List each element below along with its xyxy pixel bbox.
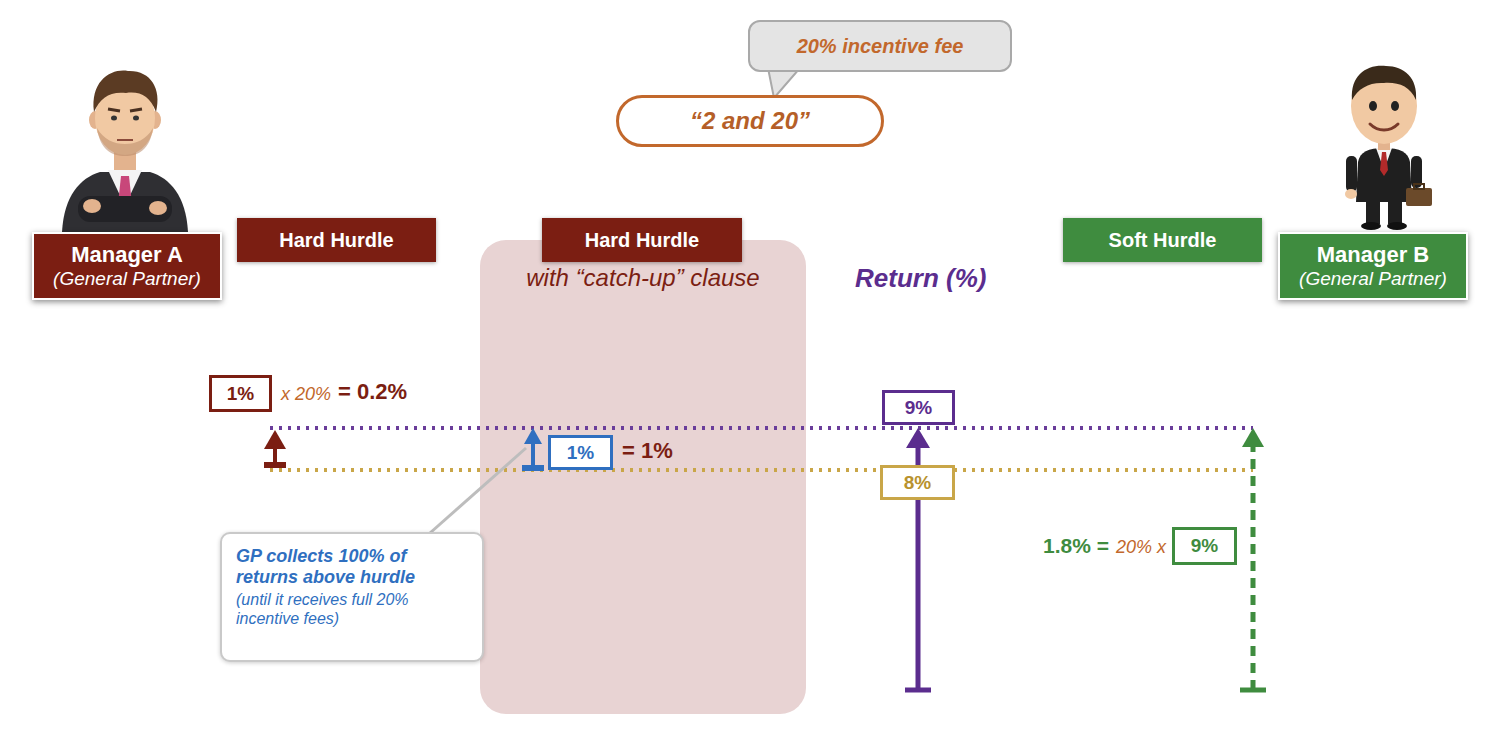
percent-value: 1%	[227, 383, 254, 405]
catch-up-region: with “catch-up” clauseHard Hurdle1%	[480, 240, 806, 714]
manager-a-figure-part	[108, 109, 120, 111]
hurdle-title: Soft Hurdle	[1109, 229, 1217, 252]
manager-a-figure-part	[130, 109, 142, 111]
return-arrow-part	[906, 428, 930, 448]
manager-a-figure-part	[111, 116, 117, 121]
soft-hurdle-arrow-part	[1242, 428, 1264, 447]
fee-pill: “2 and 20”	[616, 95, 884, 147]
excess-arrow-a-part	[264, 462, 286, 468]
percent-value: 1%	[567, 442, 594, 464]
hurdle-box: Hard Hurdle	[542, 218, 742, 262]
fee-structure-label: “2 and 20”	[690, 107, 810, 135]
excess-arrow-a-part	[264, 430, 286, 449]
manager-a-figure-part	[97, 128, 153, 156]
percent-box: 8%	[880, 465, 955, 500]
manager-a-figure-part	[133, 116, 139, 121]
result-label: 1.8% =	[1043, 534, 1109, 558]
callout-heading: GP collects 100% of returns above hurdle	[236, 546, 468, 587]
bubble-text: 20% incentive fee	[797, 35, 964, 58]
manager-b-figure-part	[1369, 101, 1377, 111]
manager-b-figure-part	[1361, 222, 1381, 230]
hurdle-box: Soft Hurdle	[1063, 218, 1262, 262]
catch-up-arrow-part	[522, 465, 544, 471]
manager-box: Manager A(General Partner)	[32, 232, 222, 300]
manager-b-figure-part	[1391, 101, 1399, 111]
percent-box: 9%	[1172, 527, 1237, 565]
manager-name: Manager B	[1317, 242, 1429, 267]
hurdle-title: Hard Hurdle	[279, 229, 393, 252]
callout-box: GP collects 100% of returns above hurdle…	[220, 532, 484, 662]
bubble-tail	[768, 68, 800, 98]
hurdle-box: Hard Hurdle	[237, 218, 436, 262]
hurdle-line	[270, 468, 1253, 472]
manager-a-figure-part	[78, 196, 172, 222]
catch-up-region	[480, 240, 806, 714]
soft-hurdle-arrow-part	[1251, 446, 1256, 690]
manager-a-figure-part	[117, 139, 133, 141]
callout-note: (until it receives full 20% incentive fe…	[236, 591, 468, 628]
result-label: = 0.2%	[338, 379, 407, 404]
manager-name: Manager A	[71, 242, 183, 267]
hurdle-title: Hard Hurdle	[585, 229, 699, 252]
multiplier-label: 20% x	[1116, 537, 1166, 558]
manager-b-figure-part	[1345, 189, 1357, 199]
manager-b-figure-part	[1370, 124, 1398, 130]
soft-hurdle-arrow-part	[1240, 688, 1266, 693]
manager-b-figure	[1345, 66, 1432, 230]
percent-value: 9%	[905, 397, 932, 419]
percent-value: 9%	[1191, 535, 1218, 557]
manager-a-figure-part	[94, 71, 158, 112]
clause-text: with “catch-up” clause	[480, 264, 806, 292]
catch-up-arrow-part	[531, 443, 535, 467]
manager-b-figure-part	[1346, 156, 1357, 192]
percent-box: 1%	[548, 435, 613, 470]
manager-b-figure-part	[1406, 188, 1432, 206]
speech-bubble: 20% incentive fee	[748, 20, 1012, 72]
excess-arrow-a	[264, 430, 286, 468]
manager-role: (General Partner)	[1299, 268, 1447, 290]
result-label: = 1%	[622, 438, 673, 463]
manager-box: Manager B(General Partner)	[1278, 232, 1468, 300]
manager-b-figure-part	[1414, 184, 1424, 189]
percent-box: 9%	[882, 390, 955, 425]
manager-b-figure-part	[1387, 222, 1407, 230]
manager-a-figure-part	[149, 201, 167, 215]
manager-b-figure-part	[1380, 152, 1388, 176]
excess-arrow-a-part	[273, 448, 277, 462]
callout-leader	[430, 448, 526, 533]
manager-b-figure-part	[1352, 66, 1416, 100]
catch-up-arrow-part	[524, 428, 542, 444]
manager-a-figure-part	[62, 172, 188, 232]
percent-box: 1%	[209, 375, 272, 412]
manager-role: (General Partner)	[53, 268, 201, 290]
manager-a-figure	[62, 71, 188, 232]
multiplier-label: x 20%	[281, 384, 331, 405]
manager-a-figure-part	[83, 199, 101, 213]
manager-b-figure-part	[1356, 148, 1412, 202]
return-line	[270, 426, 1253, 430]
return-arrow-part	[905, 688, 931, 693]
axis-title: Return (%)	[855, 264, 986, 294]
soft-hurdle-arrow	[1240, 428, 1266, 690]
percent-value: 8%	[904, 472, 931, 494]
